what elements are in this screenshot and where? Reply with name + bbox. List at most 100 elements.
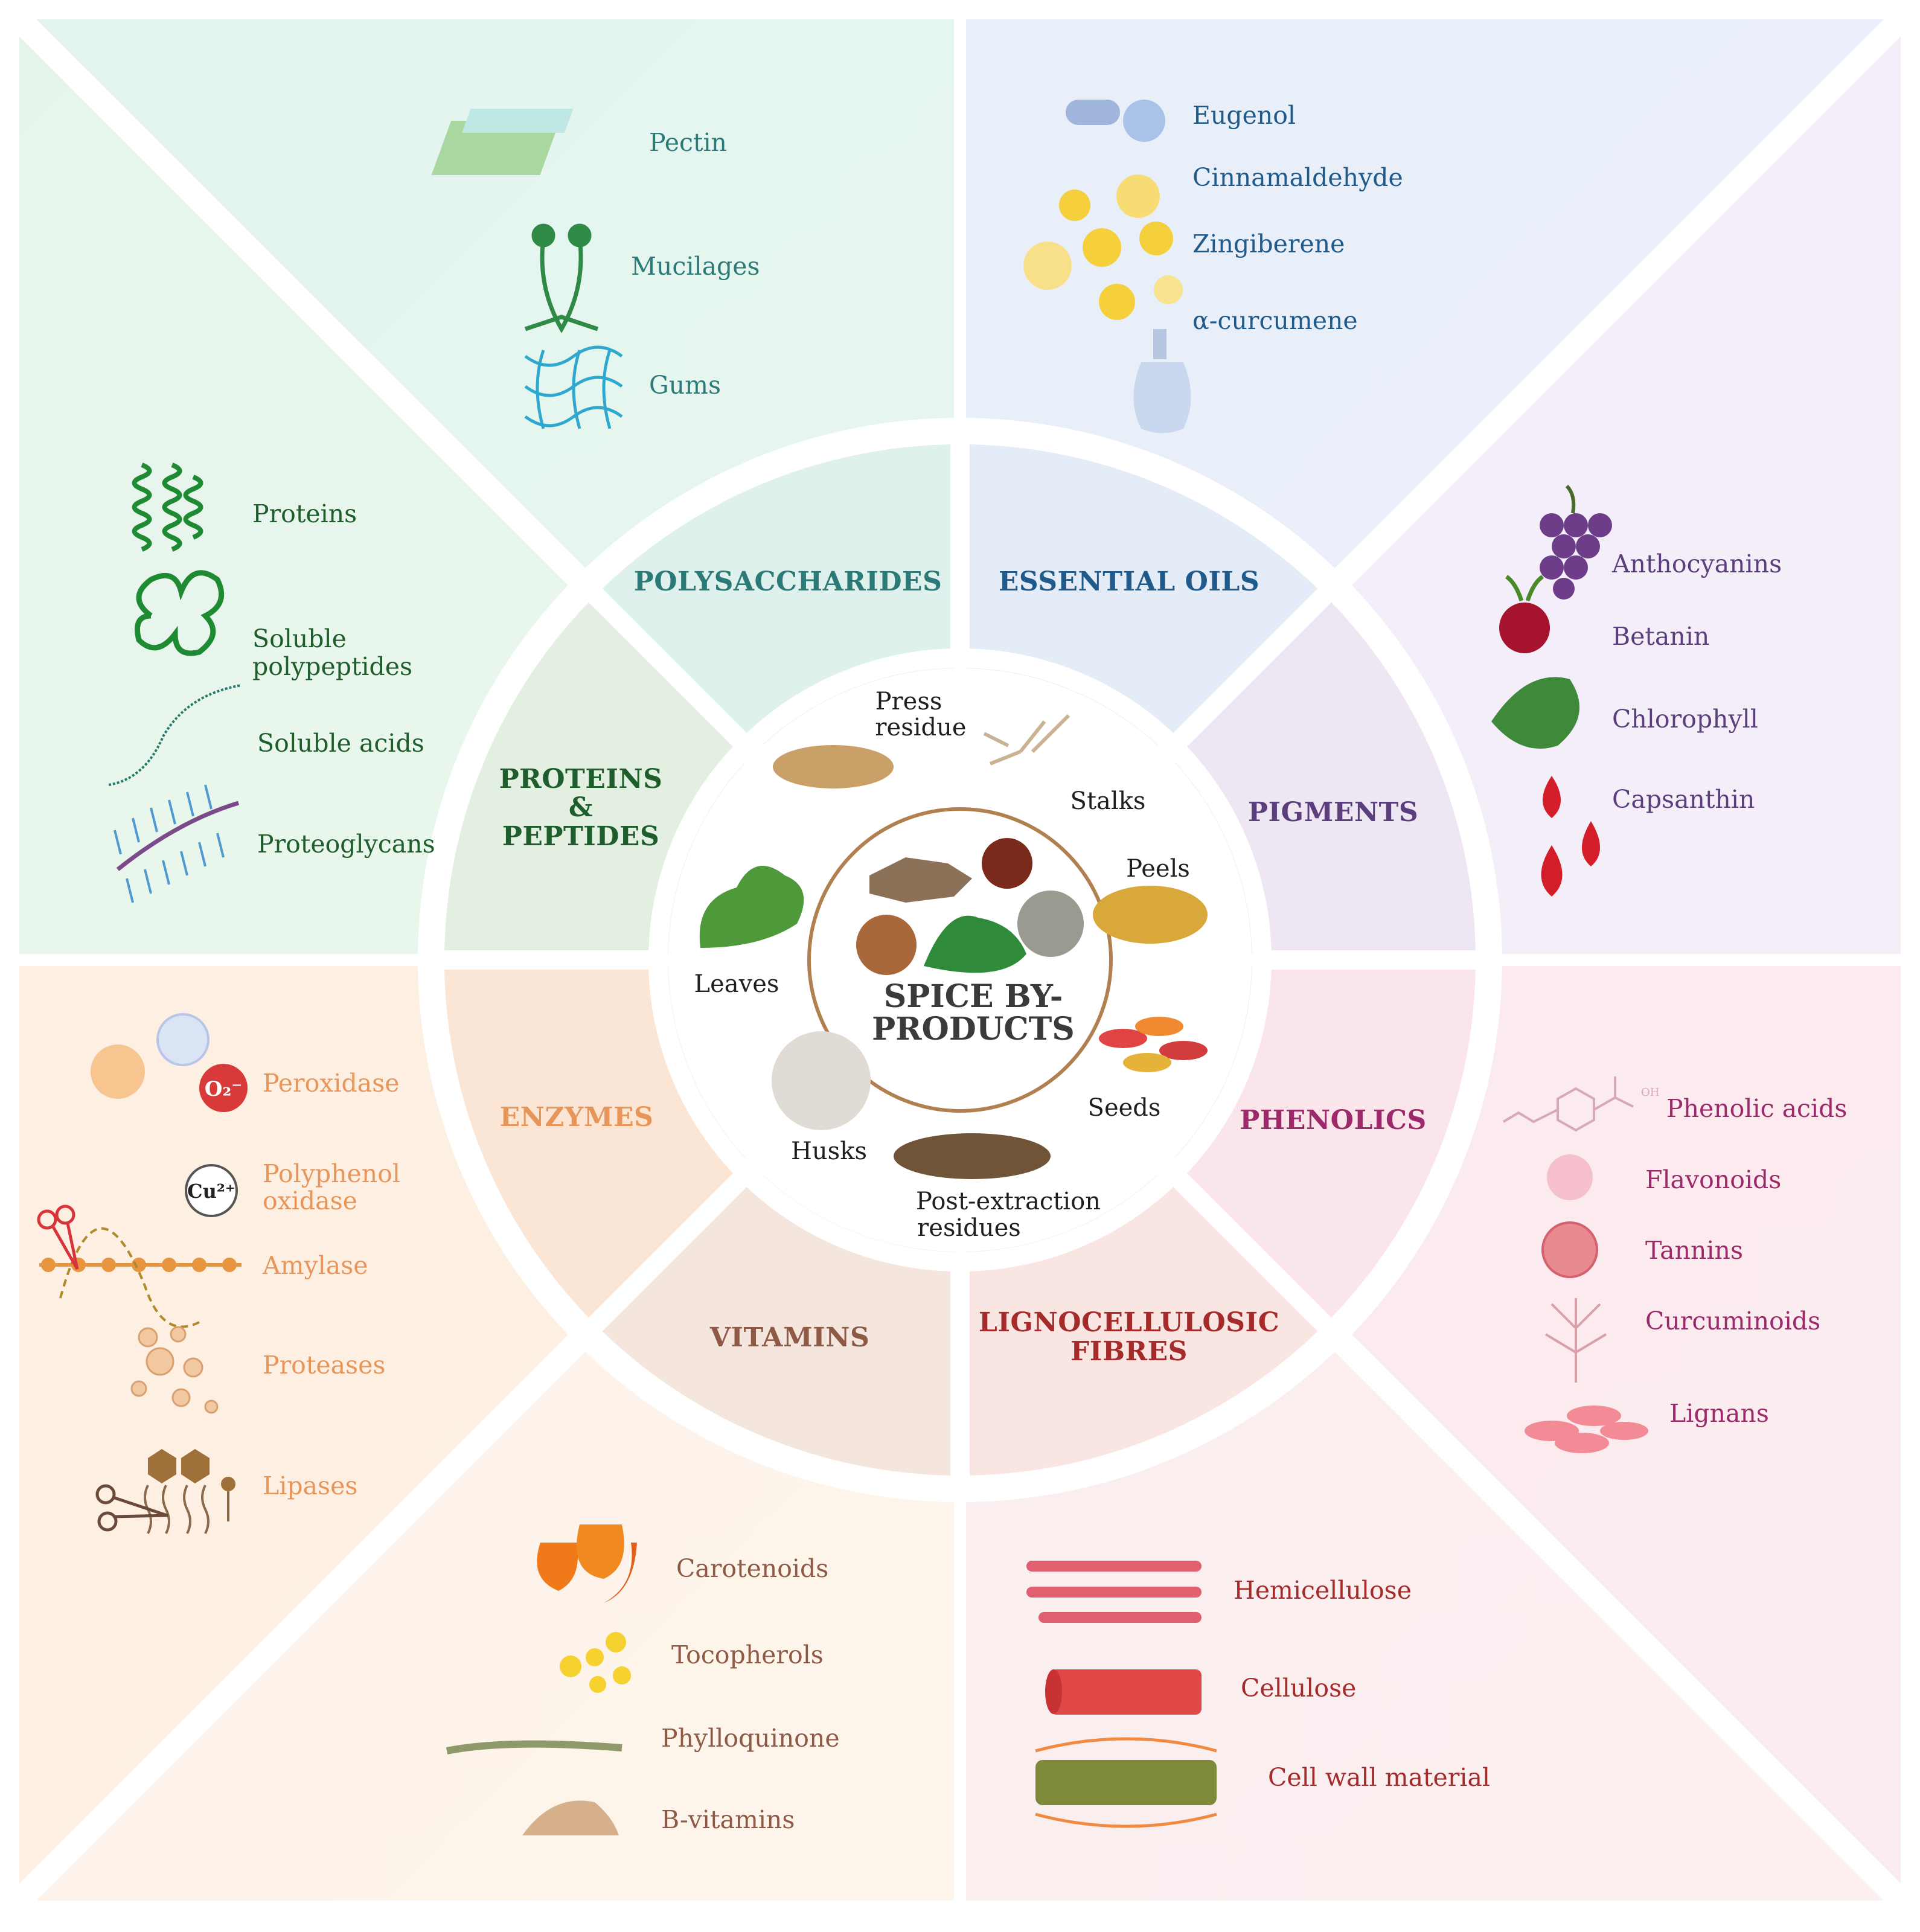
copper-ion-label: Cu²⁺ (187, 1180, 235, 1203)
category-proteins: PEPTIDES (502, 821, 660, 852)
scissors-icon (37, 1204, 79, 1270)
item-tocopherols: Tocopherols (671, 1640, 824, 1669)
blood-drops-icon (1541, 776, 1600, 897)
bark-icon (869, 857, 972, 903)
item-phenolic-acids: Phenolic acids (1666, 1094, 1847, 1123)
green-leaf-spice-icon (924, 915, 1026, 973)
grapes-icon (1540, 484, 1612, 600)
item-soluble-polypeptides: polypeptides (252, 652, 412, 681)
category-phenolics: PHENOLICS (1240, 1105, 1427, 1136)
byproduct-husks: Husks (791, 1137, 867, 1165)
item-pectin: Pectin (649, 128, 727, 157)
category-enzymes: ENZYMES (500, 1102, 654, 1133)
item-carotenoids: Carotenoids (676, 1554, 828, 1583)
center-title-line1: SPICE BY- (884, 978, 1063, 1015)
superoxide-icon (199, 1064, 248, 1112)
phenolic-structure-icon (1502, 1076, 1634, 1132)
item-flavonoids: Flavonoids (1645, 1165, 1781, 1194)
item-tannins: Tannins (1645, 1236, 1743, 1265)
item-proteases: Proteases (263, 1351, 385, 1380)
leaves-icon (699, 866, 804, 948)
item-phylloquinone: Phylloquinone (661, 1724, 840, 1753)
item-mucilages: Mucilages (631, 252, 760, 281)
item-betanin: Betanin (1612, 622, 1709, 651)
category-vitamins: VITAMINS (709, 1322, 869, 1353)
byproduct-stalks: Stalks (1070, 787, 1146, 815)
item-curcuminoids: Curcuminoids (1645, 1307, 1820, 1335)
item-lipases: Lipases (263, 1471, 357, 1500)
item-zingiberene: Zingiberene (1192, 229, 1345, 258)
category-lignocellulosic: FIBRES (1070, 1336, 1188, 1367)
category-polysaccharides: POLYSACCHARIDES (634, 566, 942, 597)
category-proteins: PROTEINS (499, 764, 663, 795)
flower-icon (1547, 1154, 1593, 1200)
beet-icon (1499, 575, 1550, 653)
item-hemicellulose: Hemicellulose (1234, 1576, 1412, 1605)
enzymes-items: O₂⁻ Cu²⁺ (37, 1013, 400, 1534)
lignocellulosic-items: Hemicellulose Cellulose Cell wall materi… (1026, 1561, 1490, 1828)
item-polyphenol-oxidase: Polyphenol (263, 1159, 400, 1188)
peels-icon (1093, 886, 1208, 944)
oil-bottle-icon (1133, 329, 1191, 433)
item-chlorophyll: Chlorophyll (1612, 705, 1758, 734)
clove-cluster-icon (982, 838, 1032, 889)
bubble-icon (1123, 100, 1165, 142)
item-soluble-acids: Soluble acids (257, 729, 424, 758)
phenolics-items: OH Phenolic acids Flavonoids Tannins Cur… (1502, 1076, 1847, 1453)
item-cellulose: Cellulose (1241, 1674, 1356, 1703)
capsule-icon (1066, 100, 1120, 125)
category-pigments: PIGMENTS (1248, 797, 1418, 828)
polysaccharides-items: Pectin Mucilages Gums (431, 109, 760, 429)
protein-helix-icon (132, 462, 203, 552)
category-proteins: & (569, 792, 593, 823)
cellulose-icon (1045, 1669, 1202, 1715)
item-anthocyanins: Anthocyanins (1611, 549, 1782, 578)
enzyme-ring-icon (91, 1044, 145, 1099)
ground-spice-icon (856, 915, 917, 975)
category-labels: POLYSACCHARIDES ESSENTIAL OILS PIGMENTS … (499, 566, 1427, 1367)
cell-icon (156, 1013, 210, 1066)
tannin-cell-icon (1541, 1221, 1598, 1278)
byproduct-post-extraction: Post-extraction (916, 1188, 1101, 1215)
center-disc: SPICE BY- PRODUCTS Press residue Stalks … (668, 668, 1252, 1252)
item-capsanthin: Capsanthin (1612, 785, 1755, 814)
center-title-line2: PRODUCTS (872, 1011, 1075, 1048)
category-essential-oils: ESSENTIAL OILS (999, 566, 1259, 597)
category-ring (418, 418, 1502, 1502)
item-b-vitamins: B-vitamins (661, 1805, 795, 1834)
tocopherol-droplets-icon (560, 1632, 631, 1693)
item-proteins: Proteins (252, 499, 357, 528)
mucilages-icon (524, 223, 599, 334)
roots-icon (1544, 1298, 1607, 1383)
item-gums: Gums (649, 371, 721, 400)
item-alpha-curcumene: α-curcumene (1192, 306, 1358, 335)
byproduct-press-residue: Press (875, 688, 942, 715)
superoxide-label: O₂⁻ (205, 1077, 242, 1101)
item-peroxidase: Peroxidase (263, 1069, 400, 1098)
hemicellulose-icon (1026, 1561, 1202, 1623)
item-polyphenol-oxidase: oxidase (263, 1186, 357, 1215)
lignans-icon (1525, 1406, 1648, 1453)
byproduct-post-extraction: residues (917, 1214, 1021, 1242)
scissors-icon (95, 1484, 168, 1532)
essential-oils-items: Eugenol Cinnamaldehyde Zingiberene α-cur… (1023, 100, 1403, 433)
item-lignans: Lignans (1669, 1399, 1769, 1428)
press-residue-icon (773, 745, 894, 788)
hydroxyl-label: OH (1641, 1086, 1659, 1099)
post-extraction-residues-icon (894, 1133, 1051, 1179)
phylloquinone-icon (446, 1740, 622, 1754)
byproduct-peels: Peels (1126, 855, 1190, 883)
copper-ion-icon (185, 1164, 238, 1217)
cell-wall-icon (1035, 1737, 1217, 1828)
vitamins-items: Carotenoids Tocopherols Phylloquinone B-… (446, 1524, 840, 1835)
byproduct-press-residue: residue (875, 714, 966, 741)
lipases-icon (144, 1449, 235, 1534)
wedge-lignocellulosic (950, 1159, 1345, 1495)
wedge-pigments (1159, 575, 1496, 970)
seeds-icon (1099, 1017, 1208, 1072)
powder-icon (1017, 891, 1084, 957)
center-ring (807, 807, 1113, 1113)
proteins-items: Proteins Soluble polypeptides Soluble ac… (108, 462, 435, 903)
peppers-icon (537, 1524, 637, 1603)
